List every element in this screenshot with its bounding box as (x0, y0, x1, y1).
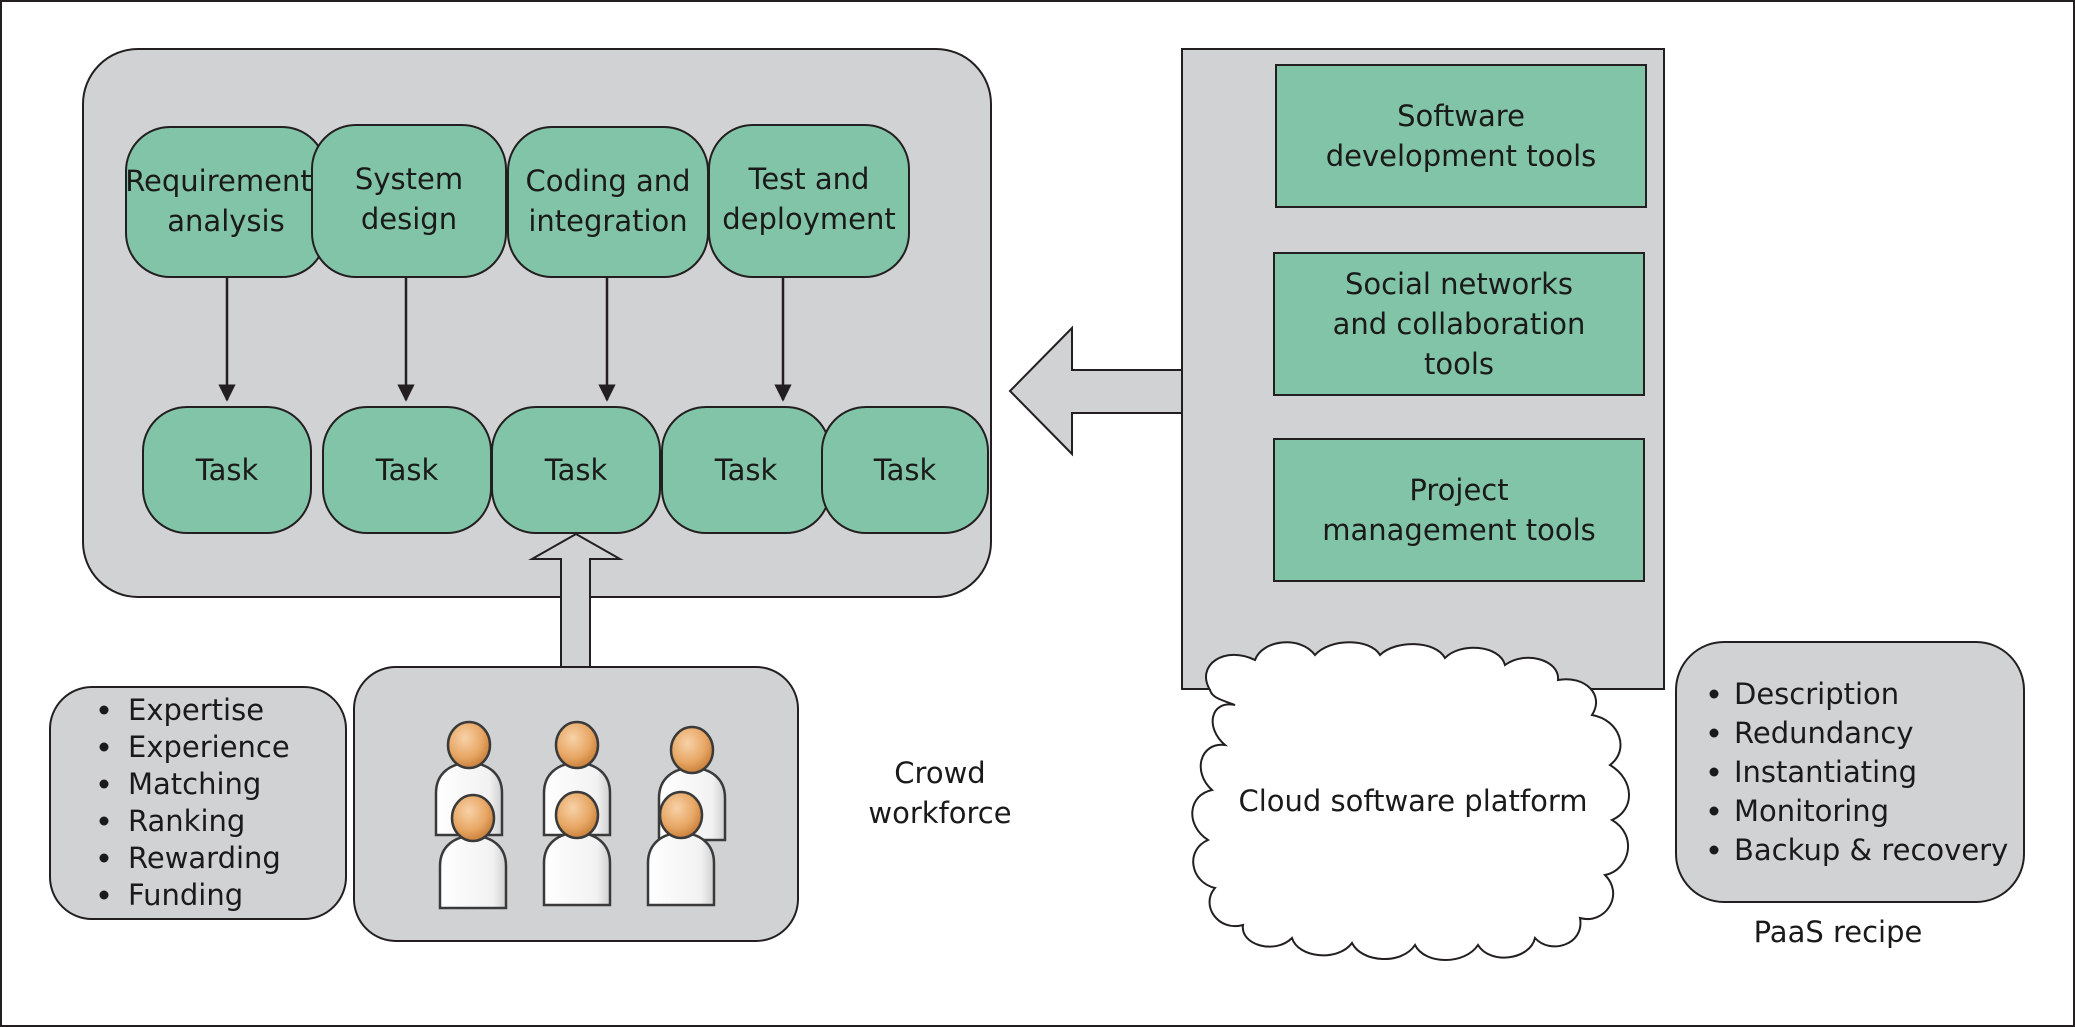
task-label: Task (375, 453, 439, 487)
bullet-dot (1709, 806, 1719, 816)
crowd-attributes-box (49, 686, 347, 920)
crowd-label-line-1: Crowd (894, 756, 985, 790)
tools-left-arrow (1008, 325, 1183, 457)
bullet-item: Expertise (128, 693, 264, 727)
phase-label-line: design (361, 202, 457, 236)
phase-label-line: Test and (748, 162, 870, 196)
person-body (542, 831, 612, 907)
phase-label-line: analysis (167, 204, 284, 238)
paas-box (1675, 641, 2025, 903)
person-head (450, 793, 496, 843)
task-2: Task (322, 406, 492, 534)
task-box (821, 406, 989, 534)
bullet-item: Funding (128, 878, 243, 912)
task-label: Task (873, 453, 937, 487)
person-icon (438, 793, 508, 910)
phase-box (507, 126, 709, 278)
bullet-item: Description (1734, 677, 1899, 711)
bullet-item: Redundancy (1734, 716, 1914, 750)
cloud-label: Cloud software platform (1238, 784, 1587, 818)
crowd-people (434, 720, 727, 910)
tool-label-line: development tools (1326, 139, 1597, 173)
bullet-item: Ranking (128, 804, 245, 838)
tool-2: Social networks and collaboration tools (1273, 252, 1645, 396)
paas-label: PaaS recipe (1754, 915, 1923, 949)
tool-label-line: Software (1397, 99, 1525, 133)
phase-box (311, 124, 507, 278)
task-5: Task (821, 406, 989, 534)
tool-label-line: Social networks (1345, 267, 1573, 301)
task-1: Task (142, 406, 312, 534)
person-head (446, 720, 492, 770)
task-3: Task (491, 406, 661, 534)
bullet-dot (1709, 689, 1719, 699)
person-head (554, 790, 600, 840)
tool-label-line: Project (1409, 473, 1508, 507)
paas-list: DescriptionRedundancyInstantiatingMonito… (1709, 677, 2008, 867)
phase-label-line: Requirements (125, 164, 327, 198)
phase-1: Requirements analysis (125, 126, 327, 278)
bullet-dot (99, 705, 109, 715)
crowd-label-line-2: workforce (868, 796, 1011, 830)
bullet-dot (1709, 845, 1719, 855)
tool-label-line: management tools (1322, 513, 1596, 547)
bullet-dot (99, 890, 109, 900)
bullet-item: Rewarding (128, 841, 281, 875)
bullet-item: Instantiating (1734, 755, 1917, 789)
phase-box (125, 126, 327, 278)
tool-1: Software development tools (1275, 64, 1647, 208)
task-label: Task (195, 453, 259, 487)
phase-4: Test and deployment (708, 124, 910, 278)
phases-group: Requirements analysis System design Coding a… (125, 124, 910, 278)
tool-3: Project management tools (1273, 438, 1645, 582)
bullet-dot (99, 816, 109, 826)
phase-label-line: Coding and (525, 164, 690, 198)
task-label: Task (714, 453, 778, 487)
phase-label-line: integration (528, 204, 687, 238)
bullet-dot (1709, 767, 1719, 777)
task-label: Task (544, 453, 608, 487)
phase-label-line: deployment (722, 202, 895, 236)
person-icon (542, 790, 612, 907)
person-head (554, 720, 600, 770)
person-head (658, 790, 704, 840)
bullet-item: Matching (128, 767, 261, 801)
phase-box (708, 124, 910, 278)
task-box (142, 406, 312, 534)
bullet-item: Monitoring (1734, 794, 1889, 828)
cloud-shape (1191, 641, 1630, 961)
tool-box (1273, 438, 1645, 582)
phase-3: Coding and integration (507, 126, 709, 278)
bullet-dot (1709, 728, 1719, 738)
tool-label-line: tools (1424, 347, 1494, 381)
tasks-group: Task Task Task Task Task (142, 406, 989, 534)
tool-box (1275, 64, 1647, 208)
task-4: Task (661, 406, 831, 534)
person-head (669, 725, 715, 775)
person-icon (646, 790, 716, 907)
bullet-item: Backup & recovery (1734, 833, 2008, 867)
person-body (646, 831, 716, 907)
tool-label-line: and collaboration (1333, 307, 1586, 341)
crowd-up-arrow (528, 532, 624, 668)
phase-2: System design (311, 124, 507, 278)
bullet-dot (99, 742, 109, 752)
tool-box (1273, 252, 1645, 396)
person-body (438, 834, 508, 910)
bullet-dot (99, 853, 109, 863)
bullet-dot (99, 779, 109, 789)
bullet-item: Experience (128, 730, 290, 764)
crowd-attributes-list: ExpertiseExperienceMatchingRankingReward… (99, 693, 290, 912)
phase-label-line: System (355, 162, 463, 196)
